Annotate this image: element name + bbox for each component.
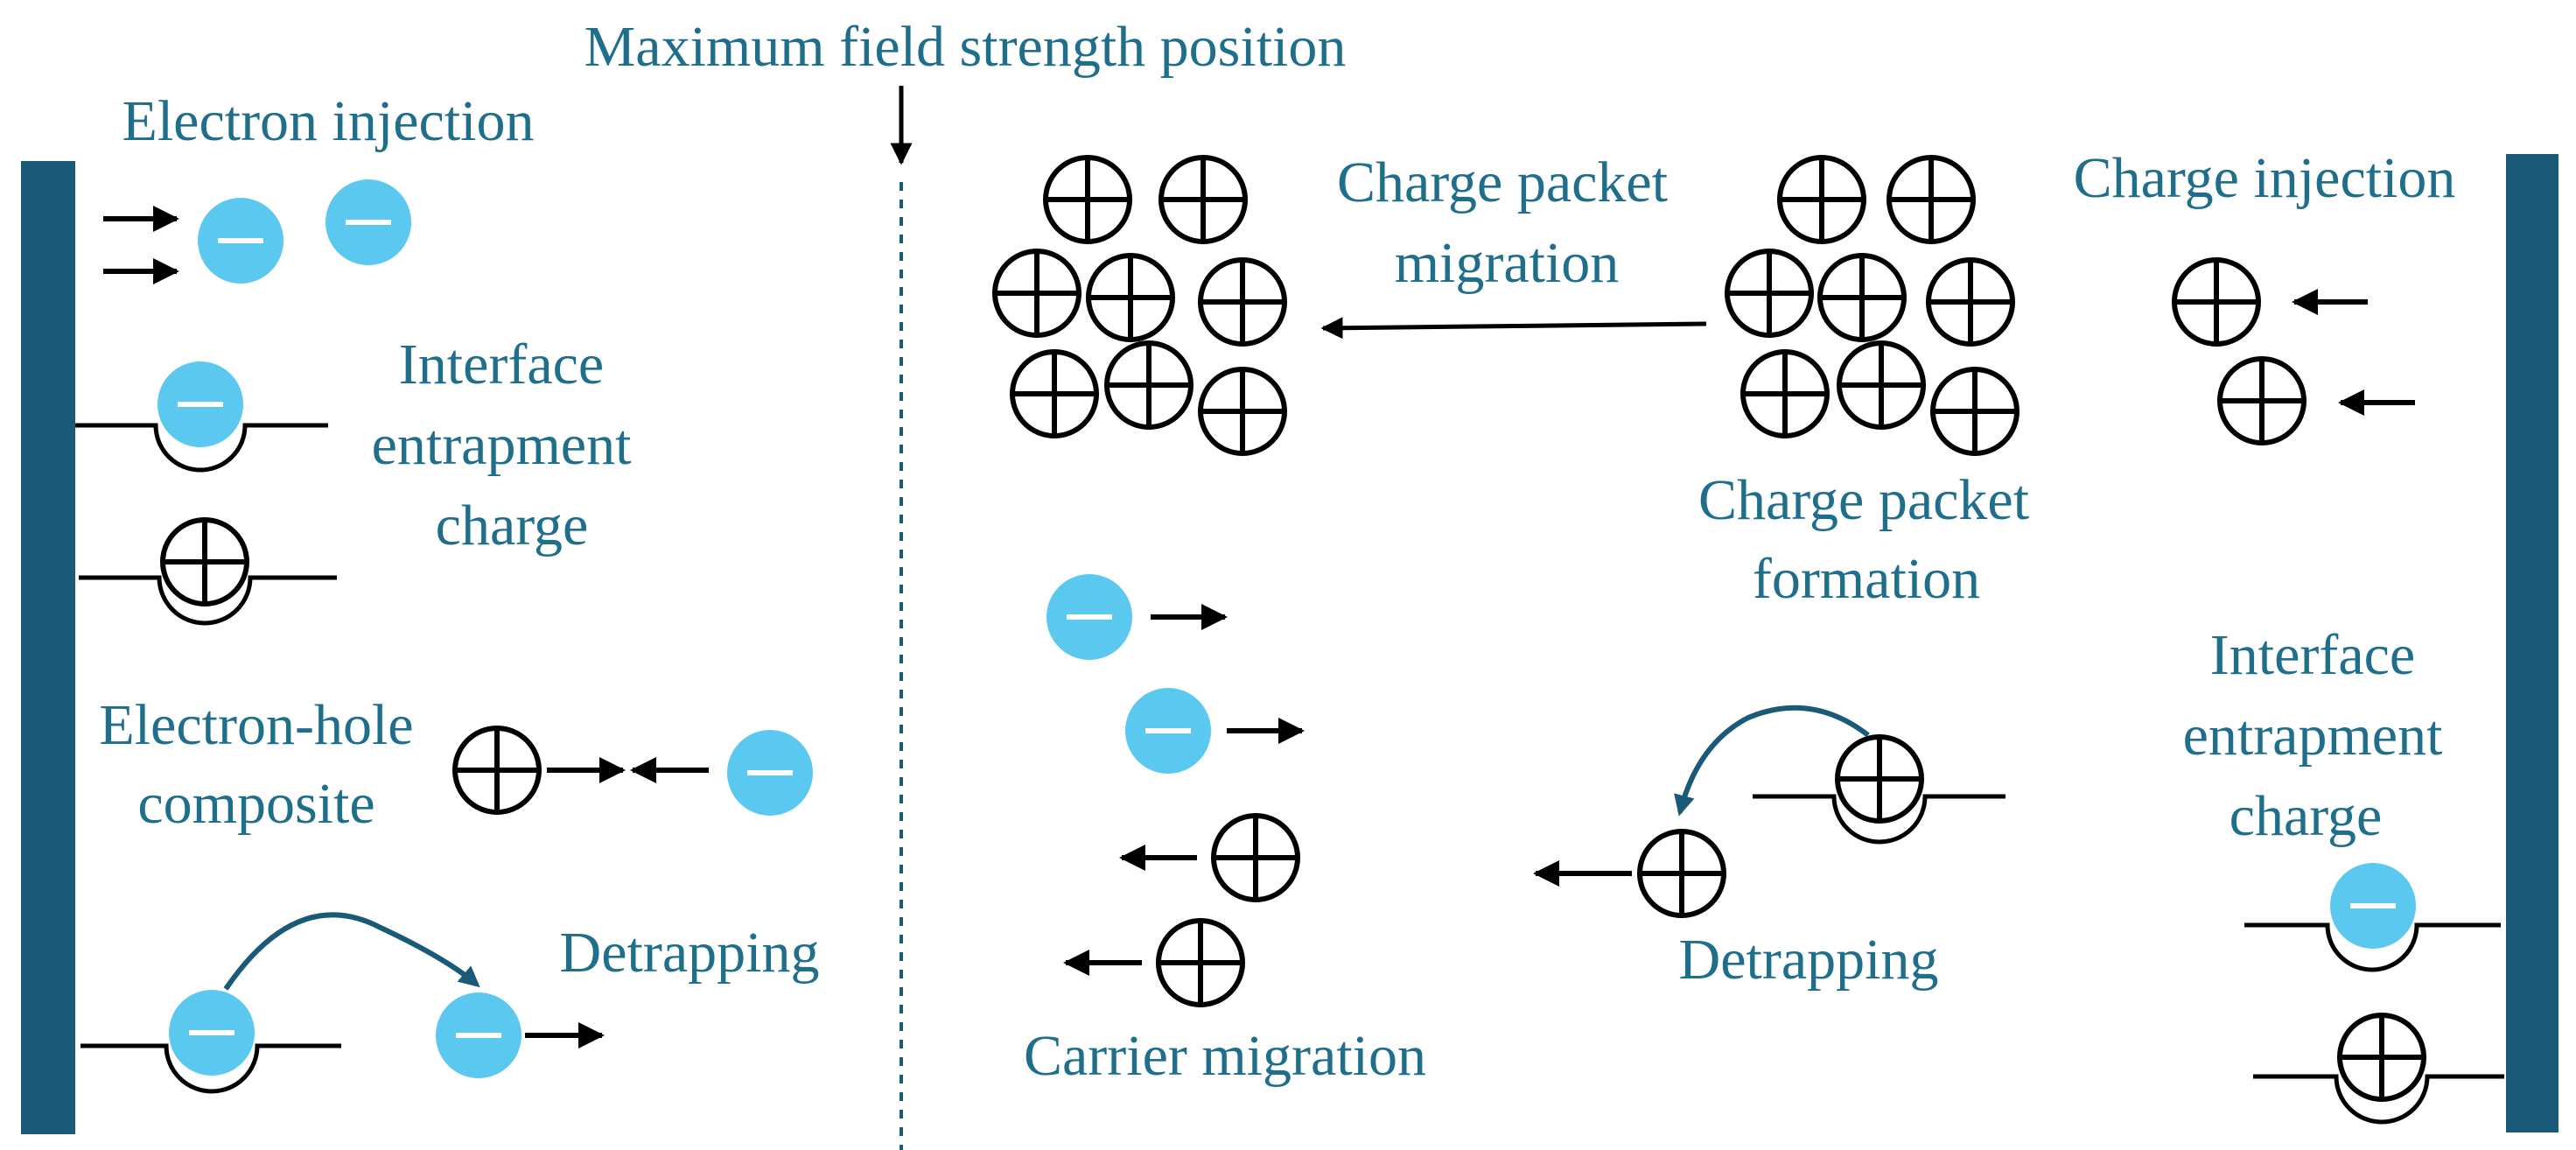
label-interface-left-2: entrapment [372,413,632,477]
minus-circle-icon [727,730,813,816]
plus-circle-icon [1820,256,1904,340]
plus-circle-icon [1012,352,1096,436]
detrap-arc-right [1674,705,1870,817]
label-eh-1: Electron-hole [99,693,413,757]
minus-circle-icon [158,361,243,447]
label-cp-formation-1: Charge packet [1698,468,2029,532]
plus-circle-icon [455,728,539,812]
label-electron-injection: Electron injection [122,89,535,153]
plus-circle-icon [163,520,247,604]
minus-circle-icon [198,198,284,284]
label-cp-migration-1: Charge packet [1337,151,1668,214]
trap-well-left-electron [75,423,328,473]
plus-circle-icon [1640,831,1724,915]
label-interface-right-3: charge [2230,784,2383,848]
trap-well-right-hole [2253,1074,2504,1125]
plus-circle-icon [1161,158,1245,242]
trap-well-right-detrap [1753,794,2006,845]
label-charge-injection: Charge injection [2074,146,2456,210]
plus-circle-icon [1214,816,1298,900]
label-max-field: Maximum field strength position [584,15,1347,79]
plus-circle-icon [2174,260,2258,344]
plus-circle-icon [1743,352,1827,436]
cp-migration-arrow [1320,317,1707,340]
plus-circle-icon [1200,260,1284,344]
plus-circle-icon [1107,343,1191,427]
label-interface-right-1: Interface [2210,623,2415,687]
trap-well-left-hole [79,575,337,626]
plus-circle-icon [2220,359,2304,443]
right-electrode [2506,154,2558,1132]
plus-circle-icon [1727,251,1811,335]
plus-circle-icon [1088,256,1172,340]
plus-circle-icon [1158,921,1242,1005]
minus-circle-icon [326,179,411,265]
label-interface-left-1: Interface [399,333,604,396]
trap-well-right-electron [2244,922,2501,972]
plus-circle-icon [1200,369,1284,453]
minus-circle-icon [2330,863,2416,949]
plus-circle-icon [1838,737,1922,821]
minus-circle-icon [1125,688,1211,774]
label-detrapping-right: Detrapping [1679,928,1939,992]
label-eh-2: composite [137,772,374,836]
minus-circle-icon [169,990,255,1076]
plus-circle-icon [1889,158,1973,242]
label-cp-migration-2: migration [1395,231,1620,295]
minus-circle-icon [436,992,522,1078]
trap-well-left-detrap [80,1043,341,1094]
label-carrier-migration: Carrier migration [1024,1024,1426,1088]
left-electrode [21,161,75,1134]
plus-circle-icon [2340,1015,2424,1099]
plus-circle-icon [995,251,1079,335]
label-detrapping-left: Detrapping [560,921,820,985]
label-interface-left-3: charge [436,494,589,557]
label-cp-formation-2: formation [1753,547,1980,611]
minus-circle-icon [1046,574,1132,660]
plus-circle-icon [1933,369,2017,453]
detrap-arc-left [223,912,480,991]
plus-circle-icon [1046,158,1130,242]
plus-circle-icon [1928,260,2012,344]
label-interface-right-2: entrapment [2183,704,2443,768]
plus-circle-icon [1780,158,1864,242]
plus-circle-icon [1839,343,1923,427]
